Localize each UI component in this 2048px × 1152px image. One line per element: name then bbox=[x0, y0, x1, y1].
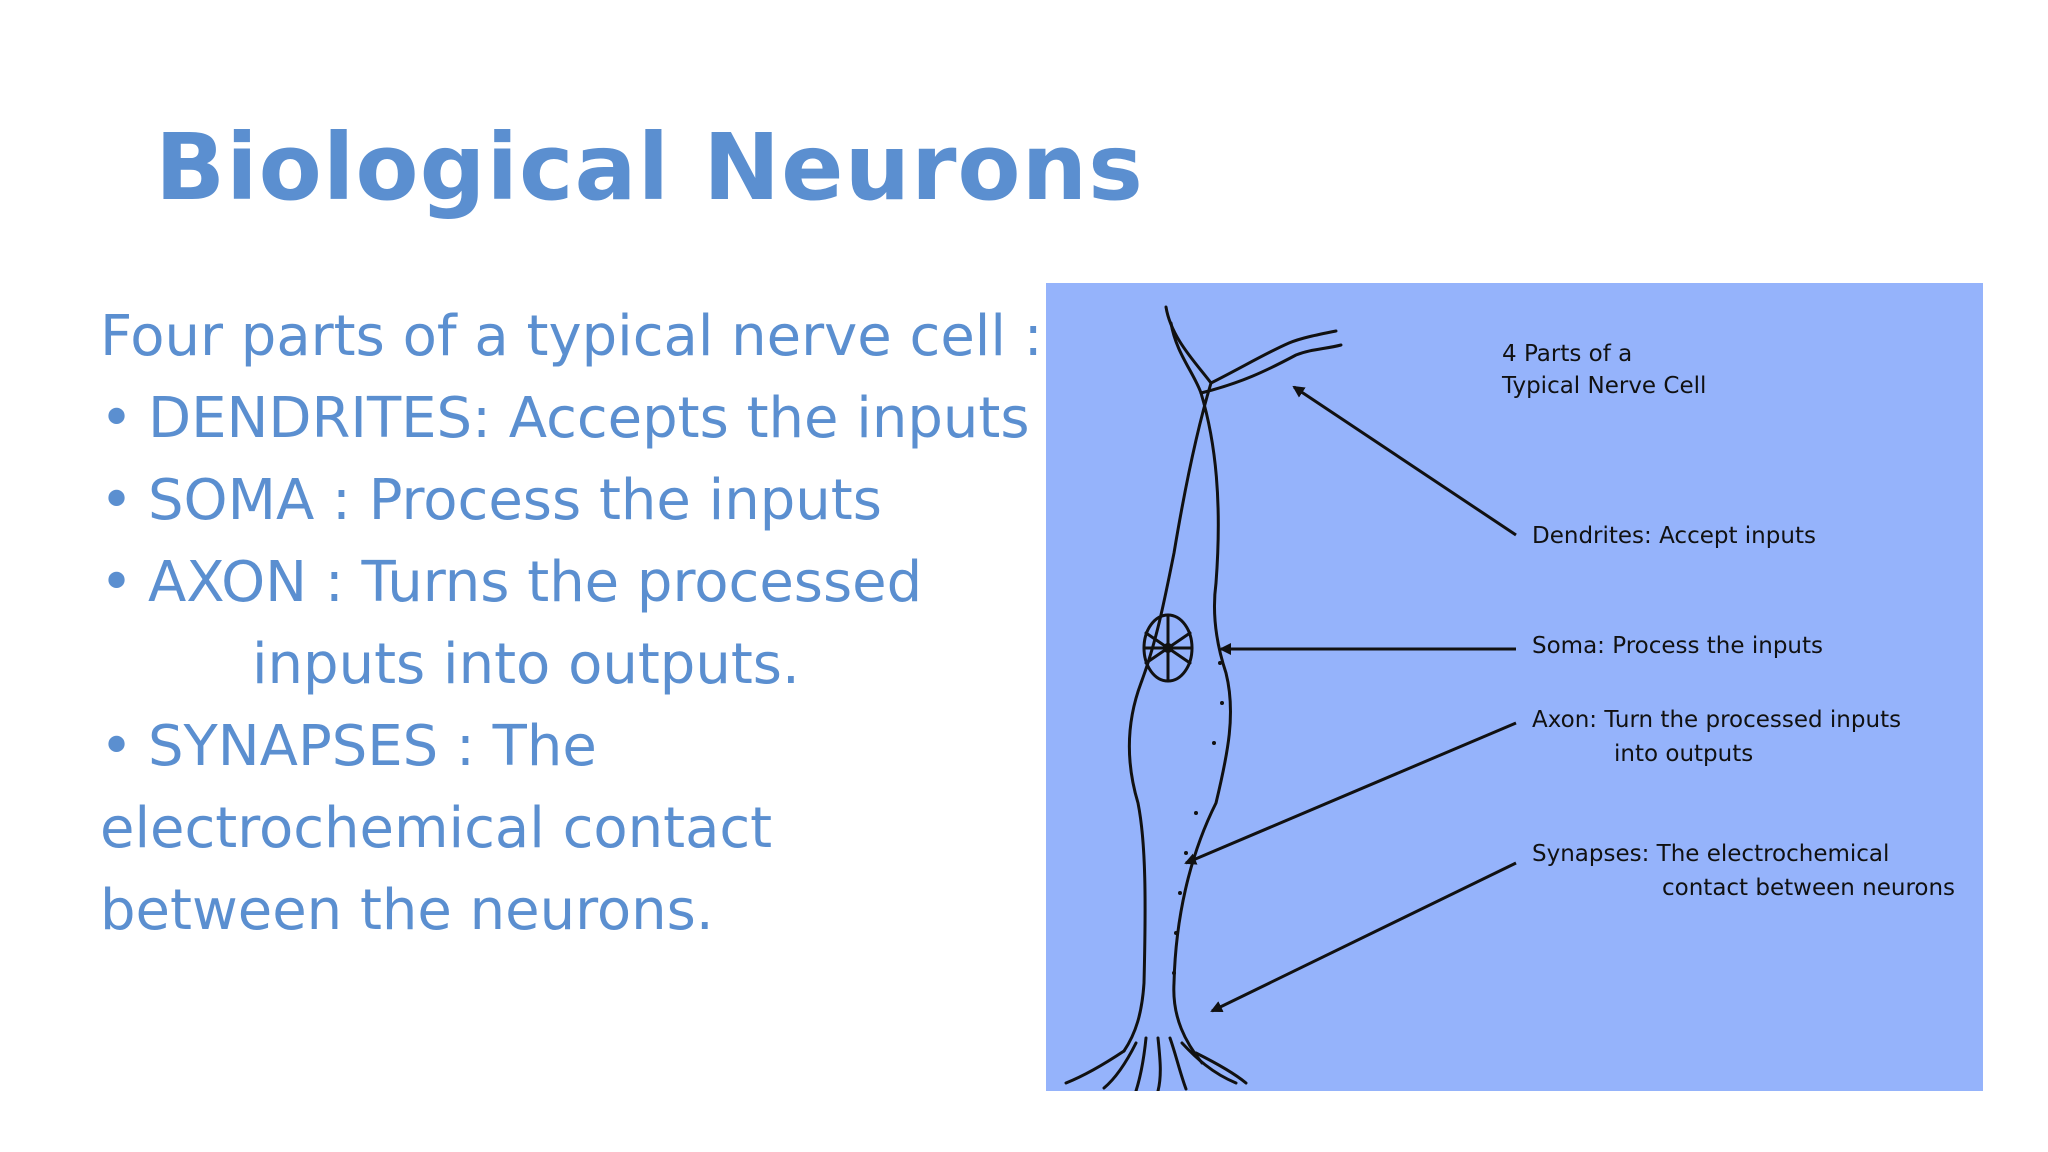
bullet-marker: • bbox=[100, 386, 134, 451]
bullet-text: SOMA : Process the inputs bbox=[148, 468, 882, 533]
pointer-arrows bbox=[1184, 385, 1517, 1013]
bullet-dendrites: •DENDRITES: Accepts the inputs bbox=[100, 378, 1030, 460]
bullet-marker: • bbox=[100, 468, 134, 533]
bullet-marker: • bbox=[100, 550, 134, 615]
neuron-diagram: 4 Parts of a Typical Nerve Cell Dendrite… bbox=[1046, 283, 1983, 1091]
bullet-axon: •AXON : Turns the processed bbox=[100, 542, 1030, 624]
bullet-synapses: •SYNAPSES : The bbox=[100, 706, 1030, 788]
bullet-soma: •SOMA : Process the inputs bbox=[100, 460, 1030, 542]
synapses-continuation-1: electrochemical contact bbox=[100, 796, 773, 861]
body-text: Four parts of a typical nerve cell : •DE… bbox=[100, 296, 1043, 952]
nucleus-dot bbox=[1163, 643, 1173, 653]
bullet-text: AXON : Turns the processed bbox=[148, 550, 923, 615]
bullet-text: DENDRITES: Accepts the inputs bbox=[148, 386, 1030, 451]
figure-label-soma: Soma: Process the inputs bbox=[1532, 633, 1823, 659]
intro-line: Four parts of a typical nerve cell : bbox=[100, 304, 1043, 369]
figure-heading-line1: 4 Parts of a bbox=[1502, 341, 1632, 367]
figure-label-axon-line2: into outputs bbox=[1614, 741, 1753, 767]
figure-heading-line2: Typical Nerve Cell bbox=[1501, 373, 1706, 399]
bullet-text: SYNAPSES : The bbox=[148, 714, 597, 779]
synapse-dots bbox=[1172, 661, 1224, 975]
neuron-diagram-svg: 4 Parts of a Typical Nerve Cell Dendrite… bbox=[1064, 305, 1955, 1091]
figure-label-synapses-line2: contact between neurons bbox=[1662, 875, 1955, 901]
bullet-marker: • bbox=[100, 714, 134, 779]
figure-label-axon-line1: Axon: Turn the processed inputs bbox=[1532, 707, 1901, 733]
slide-title: Biological Neurons bbox=[155, 114, 1144, 221]
figure-label-dendrites: Dendrites: Accept inputs bbox=[1532, 523, 1816, 549]
neuron-outline bbox=[1064, 305, 1343, 1091]
figure-label-synapses-line1: Synapses: The electrochemical bbox=[1532, 841, 1889, 867]
synapses-continuation-2: between the neurons. bbox=[100, 878, 714, 943]
axon-continuation: inputs into outputs. bbox=[252, 632, 800, 697]
